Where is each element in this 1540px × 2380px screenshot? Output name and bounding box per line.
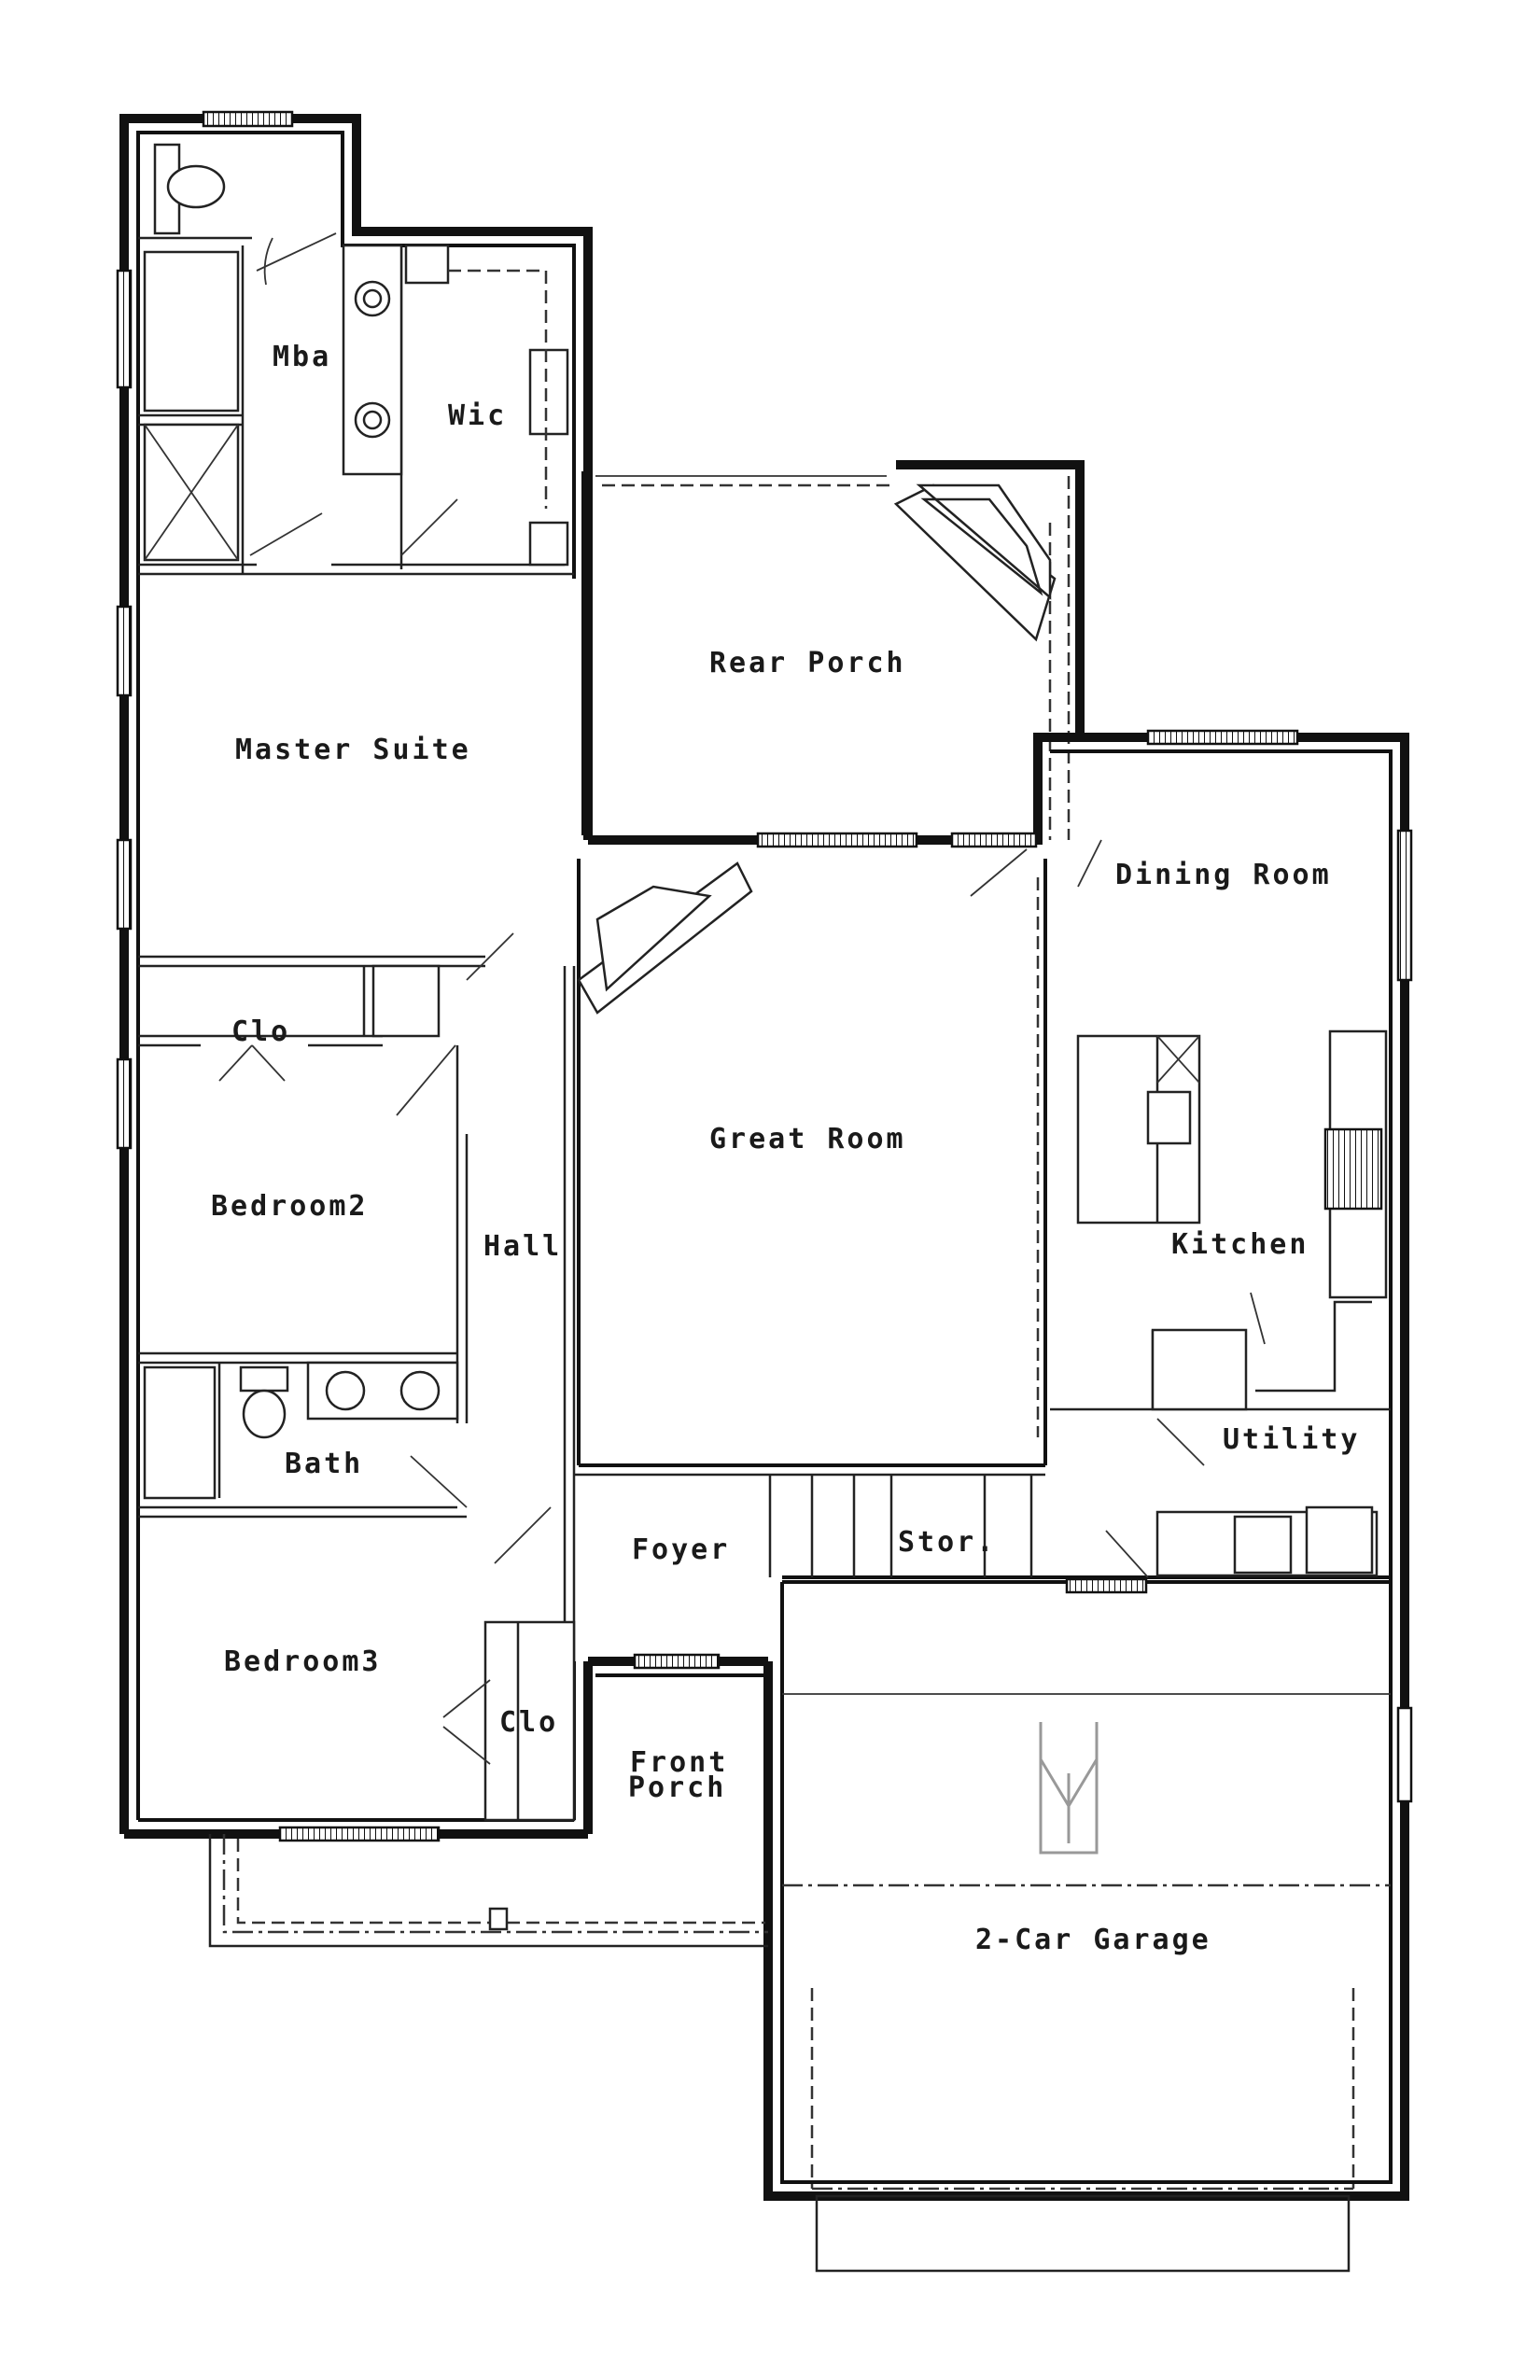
partitions-bedrooms — [138, 932, 576, 1822]
garage — [782, 1693, 1391, 2273]
windows — [116, 110, 1413, 1842]
label-foyer: Foyer — [632, 1533, 730, 1566]
front-porch — [208, 1834, 768, 1948]
label-utility: Utility — [1223, 1423, 1360, 1456]
label-bath: Bath — [285, 1448, 363, 1480]
label-garage: 2-Car Garage — [975, 1924, 1211, 1956]
label-front-porch-line2: Porch — [628, 1771, 726, 1804]
label-wic: Wic — [448, 399, 507, 432]
fireplace-great-room — [577, 861, 753, 1015]
label-bedroom3: Bedroom3 — [224, 1645, 382, 1678]
label-great-room: Great Room — [709, 1123, 906, 1155]
label-master-suite: Master Suite — [235, 734, 471, 766]
partitions-master — [138, 143, 574, 576]
fireplace-rear-porch — [893, 483, 1057, 642]
label-stor: Stor. — [898, 1526, 996, 1559]
room-labels: Mba Wic Rear Porch Master Suite Dining R… — [211, 341, 1360, 1956]
label-clo-2: Clo — [499, 1706, 558, 1739]
label-kitchen: Kitchen — [1171, 1228, 1309, 1261]
label-bedroom2: Bedroom2 — [211, 1190, 369, 1223]
label-hall: Hall — [483, 1230, 562, 1263]
partitions-kitchen-utility — [574, 839, 1391, 1578]
label-front-porch-line1: Front — [630, 1746, 728, 1779]
label-clo-1: Clo — [231, 1015, 290, 1048]
label-dining-room: Dining Room — [1115, 859, 1332, 891]
label-rear-porch: Rear Porch — [709, 647, 906, 679]
label-mba: Mba — [273, 341, 331, 373]
